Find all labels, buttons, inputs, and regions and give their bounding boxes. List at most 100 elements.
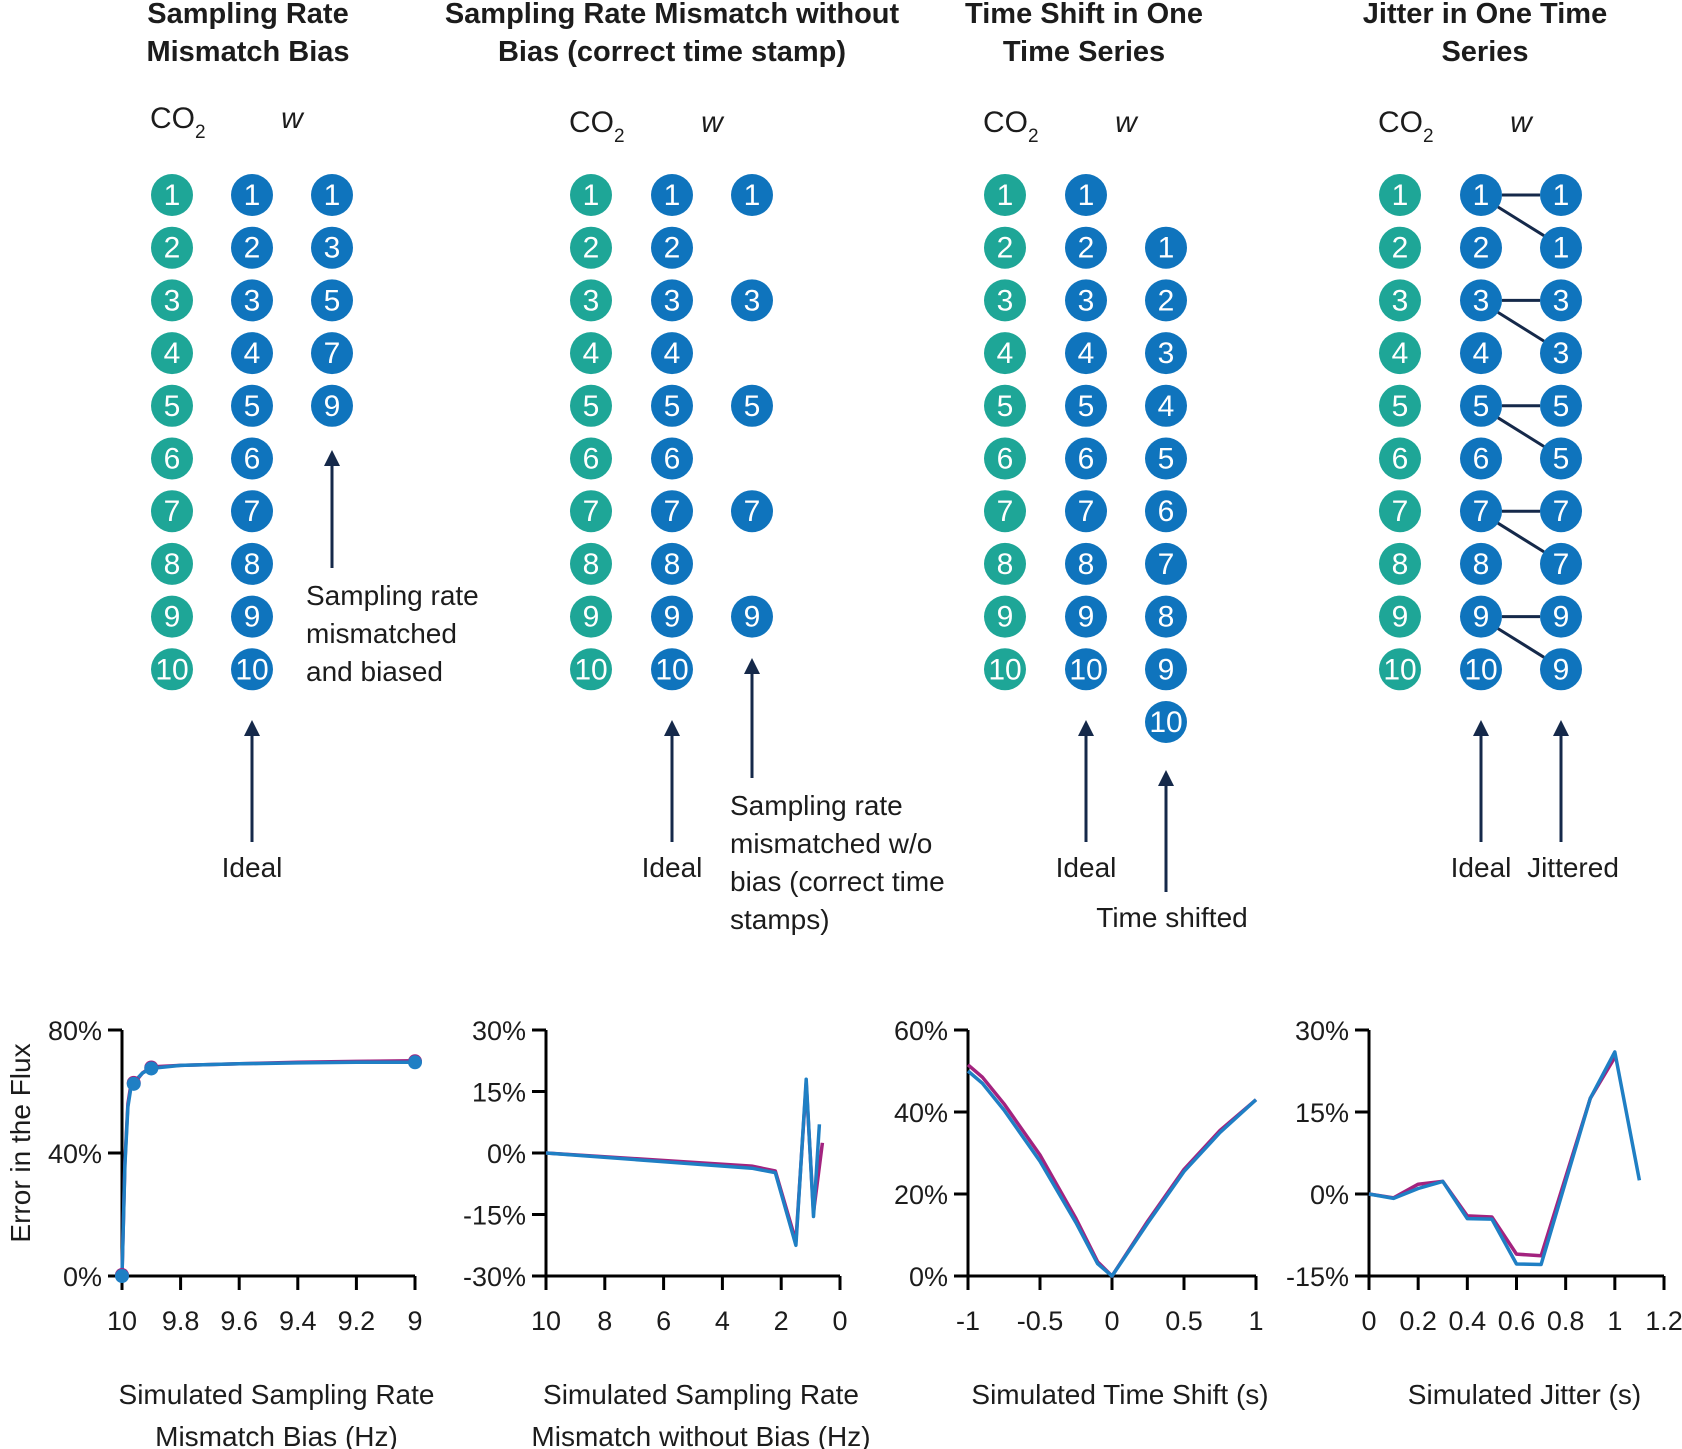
series-line-1 xyxy=(120,1060,415,1277)
w-ideal-sample-4: 4 xyxy=(1460,332,1502,375)
w-ideal-sample-10: 10 xyxy=(1460,648,1502,691)
w-modified-sample-7-label: 7 xyxy=(1158,548,1175,581)
co2-sample-1: 1 xyxy=(570,174,612,216)
w-ideal-sample-5-label: 5 xyxy=(1473,390,1490,423)
w-modified-sample-3: 3 xyxy=(731,279,773,322)
co2-sample-6: 6 xyxy=(151,437,193,480)
y-tick-label: 30% xyxy=(1295,1016,1349,1046)
w-ideal-sample-7-label: 7 xyxy=(664,495,681,528)
co2-sample-4-circle xyxy=(1379,332,1421,375)
co2-sample-1-circle xyxy=(570,174,612,216)
w-ideal-sample-10-circle xyxy=(231,648,273,691)
co2-column-header: CO2 xyxy=(983,106,1039,147)
co2-sample-6: 6 xyxy=(1379,437,1421,480)
co2-sample-1-label: 1 xyxy=(583,179,600,212)
w-ideal-sample-5-label: 5 xyxy=(1078,390,1095,423)
w-ideal-sample-3-label: 3 xyxy=(1078,284,1095,317)
w-modified-sample-1-label: 1 xyxy=(1553,179,1570,212)
w-modified-sample-4: 4 xyxy=(1145,384,1187,427)
w-ideal-sample-1-label: 1 xyxy=(1473,179,1490,212)
co2-sample-2-circle xyxy=(984,226,1026,269)
w-ideal-sample-3: 3 xyxy=(1460,279,1502,322)
w-modified-sample-5: 5 xyxy=(311,279,353,322)
w-ideal-sample-9: 9 xyxy=(1460,595,1502,638)
co2-sample-5-circle xyxy=(984,384,1026,427)
w-modified-sample-1: 1 xyxy=(731,174,773,216)
co2-sample-8-label: 8 xyxy=(1392,548,1409,581)
co2-sample-10-circle xyxy=(1379,648,1421,691)
co2-sample-5: 5 xyxy=(984,384,1026,427)
panel-title: Sampling Rate Mismatch without xyxy=(445,0,900,30)
co2-sample-3: 3 xyxy=(570,279,612,322)
co2-sample-6-label: 6 xyxy=(164,443,181,476)
w-ideal-sample-8-circle xyxy=(1460,542,1502,585)
co2-sample-3: 3 xyxy=(1379,279,1421,322)
w-ideal-sample-8-label: 8 xyxy=(1078,548,1095,581)
y-tick-label: -15% xyxy=(463,1201,526,1231)
w-modified-sample-1: 1 xyxy=(311,174,353,216)
w-ideal-sample-6-label: 6 xyxy=(664,443,681,476)
co2-sample-2-label: 2 xyxy=(997,232,1014,265)
w-modified-sample-3-circle xyxy=(311,226,353,269)
y-tick-label: 0% xyxy=(909,1262,948,1292)
modified-caption: Jittered xyxy=(1527,852,1619,883)
w-ideal-sample-10-circle xyxy=(1065,648,1107,691)
co2-sample-5-circle xyxy=(151,384,193,427)
w-modified-sample-7-circle xyxy=(311,332,353,375)
co2-sample-10-label: 10 xyxy=(155,653,188,686)
w-ideal-sample-2-label: 2 xyxy=(1078,232,1095,265)
w-modified-sample-1: 1 xyxy=(1540,174,1582,216)
w-ideal-sample-2-label: 2 xyxy=(244,232,261,265)
jitter-connector xyxy=(1497,311,1545,343)
co2-sample-9-circle xyxy=(570,595,612,638)
co2-sample-8: 8 xyxy=(570,542,612,585)
w-ideal-sample-7-label: 7 xyxy=(1078,495,1095,528)
w-modified-sample-9: 9 xyxy=(311,384,353,427)
w-modified-sample-3: 3 xyxy=(311,226,353,269)
w-ideal-sample-6-circle xyxy=(231,437,273,480)
w-ideal-sample-4: 4 xyxy=(1065,332,1107,375)
modified-arrow xyxy=(1553,720,1569,842)
w-modified-sample-1-circle xyxy=(311,174,353,216)
ideal-arrow-head xyxy=(664,720,680,736)
co2-sample-7-circle xyxy=(151,490,193,533)
co2-sample-7: 7 xyxy=(570,490,612,533)
w-modified-sample-7: 7 xyxy=(731,490,773,533)
w-ideal-sample-2-circle xyxy=(1065,226,1107,269)
ideal-arrow xyxy=(664,720,680,842)
y-tick-label: 0% xyxy=(1310,1180,1349,1210)
w-modified-sample-9: 9 xyxy=(1540,648,1582,691)
co2-sample-10: 10 xyxy=(1379,648,1421,691)
modified-arrow-head xyxy=(1158,770,1174,786)
w-ideal-sample-6: 6 xyxy=(1065,437,1107,480)
w-modified-sample-4-label: 4 xyxy=(1158,390,1175,423)
w-ideal-sample-4-label: 4 xyxy=(664,337,681,370)
co2-sample-4: 4 xyxy=(1379,332,1421,375)
co2-sample-1-circle xyxy=(984,174,1026,216)
co2-sample-1: 1 xyxy=(984,174,1026,216)
ideal-caption: Ideal xyxy=(1056,852,1117,883)
y-tick-label: 0% xyxy=(487,1139,526,1169)
y-axis-label: Error in the Flux xyxy=(5,1043,36,1242)
w-modified-sample-8-circle xyxy=(1145,595,1187,638)
w-ideal-sample-4-label: 4 xyxy=(1078,337,1095,370)
w-ideal-sample-5-circle xyxy=(231,384,273,427)
w-ideal-sample-9: 9 xyxy=(651,595,693,638)
co2-sample-8-circle xyxy=(151,542,193,585)
x-tick-label: 1 xyxy=(1248,1306,1263,1336)
w-ideal-sample-10-label: 10 xyxy=(1464,653,1497,686)
x-tick-label: 9.2 xyxy=(338,1306,376,1336)
ideal-arrow-head xyxy=(244,720,260,736)
w-modified-sample-7-circle xyxy=(1540,490,1582,533)
w-ideal-sample-1-circle xyxy=(1065,174,1107,216)
w-modified-sample-9-circle xyxy=(311,384,353,427)
w-ideal-sample-4-label: 4 xyxy=(1473,337,1490,370)
co2-sample-5-label: 5 xyxy=(997,390,1014,423)
co2-sample-10-circle xyxy=(570,648,612,691)
w-modified-sample-7: 7 xyxy=(311,332,353,375)
w-modified-sample-7-label: 7 xyxy=(324,337,341,370)
w-ideal-sample-1-label: 1 xyxy=(664,179,681,212)
